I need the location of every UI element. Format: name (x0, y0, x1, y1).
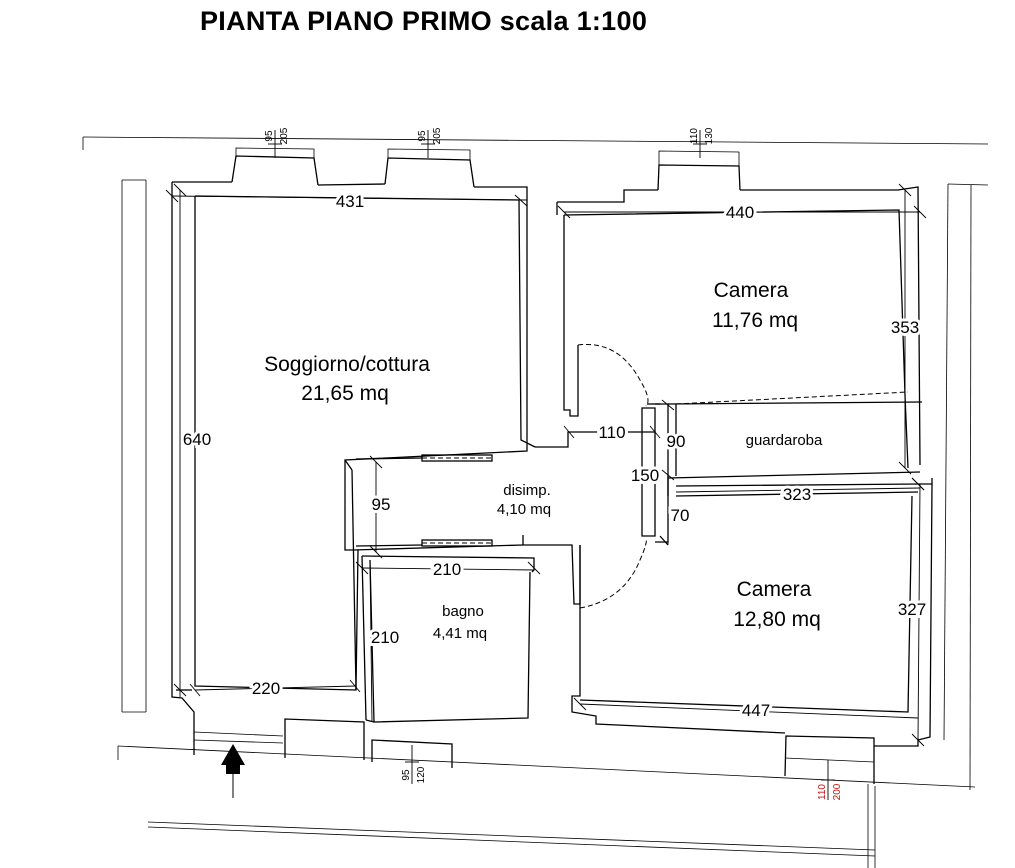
window3-width: 110 (689, 128, 700, 144)
bedroom2-name: Camera (737, 578, 812, 601)
bedroom1-area: 11,76 mq (712, 309, 798, 332)
wardrobe-name: guardaroba (746, 432, 823, 449)
dim-hall-length: 150 (631, 466, 659, 485)
window5-height: 200 (832, 783, 843, 800)
entrance-arrow-icon (221, 744, 245, 798)
bathroom-walls (352, 544, 535, 723)
dim-closet-depth: 95 (372, 495, 391, 514)
bath-area: 4,41 mq (433, 625, 487, 642)
doors (355, 343, 649, 609)
window1-height: 205 (279, 127, 290, 144)
window2-height: 205 (432, 127, 443, 144)
dim-bedroom1-height: 353 (891, 318, 919, 337)
dim-bath-width: 210 (433, 560, 461, 579)
window-labels: 95 205 95 205 110 130 95 120 110 200 (264, 127, 843, 800)
window3-height: 130 (704, 127, 715, 144)
dim-wardrobe-depth: 90 (667, 432, 686, 451)
dim-living-width-bottom: 220 (252, 679, 280, 698)
bedroom1-name: Camera (714, 279, 789, 302)
bedroom1-walls (556, 186, 921, 469)
window4-height: 120 (416, 766, 427, 783)
dim-bedroom1-width: 440 (726, 203, 754, 222)
dimension-labels: 431 640 220 440 353 110 90 150 95 70 323… (180, 189, 929, 723)
hall-area: 4,10 mq (497, 501, 551, 518)
window-label-ticks (268, 130, 835, 800)
dim-wardrobe-width: 323 (783, 485, 811, 504)
window5-width: 110 (817, 784, 828, 800)
window4-width: 95 (401, 769, 412, 781)
dim-bath-depth: 210 (371, 628, 399, 647)
building-outline (82, 136, 989, 868)
living-room-name: Soggiorno/cottura (264, 353, 430, 376)
bedroom2-area: 12,80 mq (733, 608, 821, 631)
dim-bedroom2-height: 327 (898, 600, 926, 619)
living-room-area: 21,65 mq (301, 382, 389, 405)
dim-living-width-top: 431 (336, 192, 364, 211)
dim-bedroom2-width: 447 (742, 701, 770, 720)
bedroom2-walls (571, 478, 933, 747)
dim-living-height: 640 (183, 430, 211, 449)
dim-hall-width: 110 (598, 423, 625, 442)
dimension-lines (165, 183, 927, 747)
window-recesses (193, 147, 875, 784)
hall-name: disimp. (503, 482, 551, 499)
plan-title: PIANTA PIANO PRIMO scala 1:100 (200, 6, 648, 36)
bath-name: bagno (442, 603, 484, 620)
living-room-walls (171, 181, 536, 755)
room-labels: Soggiorno/cottura 21,65 mq Camera 11,76 … (264, 279, 823, 642)
window1-width: 95 (264, 130, 275, 142)
window2-width: 95 (417, 130, 428, 142)
dim-passage: 70 (671, 506, 690, 525)
